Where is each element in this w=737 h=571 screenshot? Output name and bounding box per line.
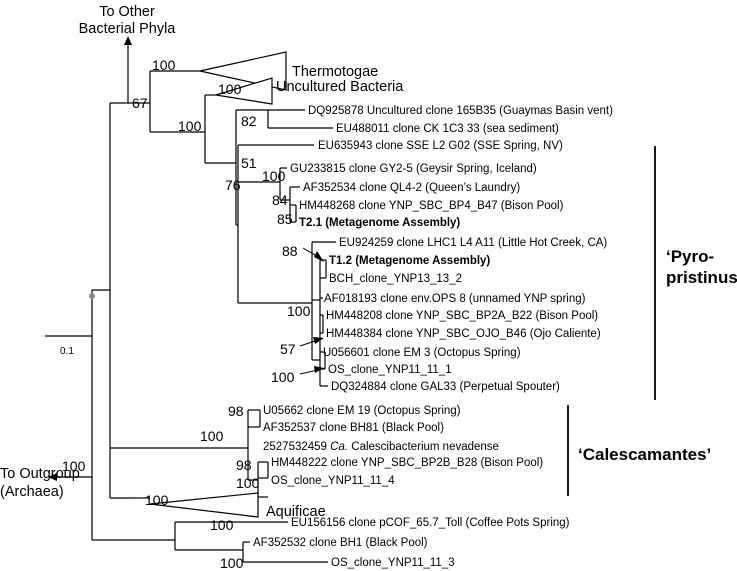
bootstrap-value: 84: [272, 192, 288, 208]
top-label-line1: To Other: [99, 4, 155, 20]
tip-label: AF352532 clone BH1 (Black Pool): [253, 537, 428, 549]
tip-label: EU635943 clone SSE L2 G02 (SSE Spring, N…: [318, 140, 563, 152]
tip-label: EU156156 clone pCOF_65.7_Toll (Coffee Po…: [291, 517, 570, 529]
bootstrap-value: 88: [282, 243, 298, 259]
tip-label: EU924259 clone LHC1 L4 A11 (Little Hot C…: [339, 237, 607, 249]
tip-label: AF018193 clone env.OPS 8 (unnamed YNP sp…: [324, 293, 586, 305]
tip-label: HM448208 clone YNP_SBC_BP2A_B22 (Bison P…: [326, 310, 598, 322]
tip-species: Calescibacterium nevadense: [351, 441, 499, 453]
top-label-line2: Bacterial Phyla: [79, 21, 177, 37]
tip-label: EU488011 clone CK 1C3 33 (sea sediment): [336, 123, 559, 135]
collapsed-label-uncultured: Uncultured Bacteria: [276, 79, 404, 95]
bootstrap-value: 82: [241, 113, 257, 129]
bootstrap-value: 57: [280, 341, 296, 357]
cales-label: ‘Calescamantes’: [578, 445, 711, 464]
outgroup-label-line2: (Archaea): [0, 484, 64, 500]
uncultured-bacteria-collapsed-clade: [215, 77, 273, 105]
collapsed-label-thermotogae: Thermotogae: [292, 64, 378, 80]
pyro-label-line2: pristinus’: [666, 268, 737, 287]
tip-label-bold: T1.2 (Metagenome Assembly): [329, 255, 490, 267]
tip-label: DQ324884 clone GAL33 (Perpetual Spouter): [331, 381, 560, 393]
bootstrap-value: 100: [218, 81, 242, 97]
outgroup-arrow: [48, 473, 92, 481]
tip-label: U056601 clone EM 3 (Octopus Spring): [323, 347, 521, 359]
bootstrap-value: 100: [236, 475, 260, 491]
tip-label: OS_clone_YNP11_11_4: [271, 475, 395, 487]
tip-label: 2527532459 Ca. Calescibacterium nevadens…: [263, 441, 499, 453]
tip-label: AF352534 clone QL4-2 (Queen’s Laundry): [303, 182, 520, 194]
tip-label-bold: T2.1 (Metagenome Assembly): [299, 217, 460, 229]
bootstrap-value: 85: [277, 211, 293, 227]
tip-label: OS_clone_YNP11_11_1: [328, 364, 452, 376]
tip-label: GU233815 clone GY2-5 (Geysir Spring, Ice…: [290, 163, 537, 175]
root-node-marker: [89, 293, 95, 299]
aquificae-collapsed-clade: [149, 492, 259, 518]
tip-label: HM448268 clone YNP_SBC_BP4_B47 (Bison Po…: [299, 200, 564, 212]
bootstrap-value: 100: [178, 118, 202, 134]
thermotogae-collapsed-clade: [199, 51, 287, 91]
bootstrap-value: 100: [271, 369, 295, 385]
bootstrap-value: 51: [241, 155, 257, 171]
bootstrap-value: 100: [220, 555, 244, 571]
pyro-label-line1: ‘Pyro-: [666, 247, 714, 266]
tip-label: OS_clone_YNP11_11_3: [331, 557, 455, 569]
bootstrap-value: 76: [225, 177, 241, 193]
tip-label: HM448384 clone YNP_SBC_OJO_B46 (Ojo Cali…: [326, 328, 601, 340]
top-arrow: [124, 36, 132, 103]
bootstrap-value: 98: [228, 403, 244, 419]
tip-label: AF352537 clone BH81 (Black Pool): [263, 422, 444, 434]
bootstrap-value: 100: [145, 492, 169, 508]
bootstrap-value: 100: [152, 57, 176, 73]
scale-label: 0.1: [60, 346, 74, 357]
tip-label: DQ925878 Uncultured clone 165B35 (Guayma…: [308, 105, 613, 117]
tip-label: HM448222 clone YNP_SBC_BP2B_B28 (Bison P…: [271, 457, 543, 469]
tip-label: BCH_clone_YNP13_13_2: [329, 273, 462, 285]
tip-ca: Ca.: [330, 441, 348, 453]
tip-accession: 2527532459: [263, 441, 327, 453]
collapsed-label-aquificae: Aquificae: [266, 504, 326, 520]
bootstrap-value: 67: [132, 95, 148, 111]
bootstrap-value: 100: [200, 428, 224, 444]
outgroup-label-line1: To Outgroup: [0, 466, 80, 482]
bootstrap-value: 100: [262, 168, 286, 184]
bootstrap-value: 100: [287, 303, 311, 319]
tip-label: U05662 clone EM 19 (Octopus Spring): [263, 405, 461, 417]
bootstrap-value: 100: [210, 517, 234, 533]
bootstrap-value: 100: [62, 458, 86, 474]
bootstrap-value: 98: [236, 457, 252, 473]
